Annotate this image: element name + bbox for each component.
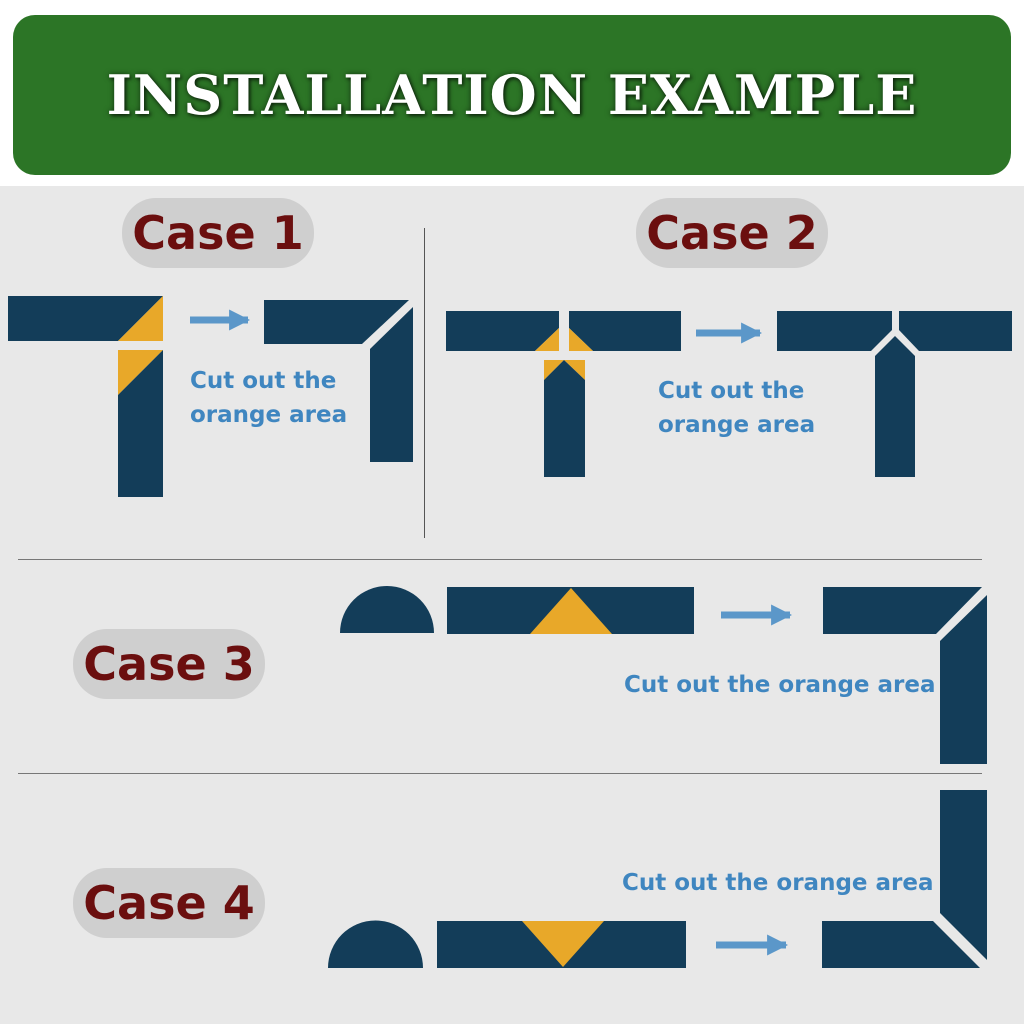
case-3-before: [340, 586, 694, 634]
case-1-horizontal-cut: [118, 296, 163, 341]
case-4-before: [328, 920, 686, 968]
case-2-joined-stem: [875, 336, 915, 477]
case-1-caption-line-2: orange area: [190, 402, 348, 428]
case-3-joined-vertical: [940, 595, 987, 764]
case-2-label: Case 2: [636, 198, 828, 268]
case-1-caption: Cut out the orange area: [190, 364, 347, 432]
case-2-joined-left: [777, 311, 892, 351]
case-3-profile-semicircle: [340, 586, 434, 633]
case-4-joined-vertical: [940, 790, 987, 960]
case-3-joined-horizontal: [823, 587, 982, 634]
case-4-label: Case 4: [73, 868, 265, 938]
case-2-before: [446, 311, 681, 477]
case-2-caption: Cut out the orange area: [658, 374, 815, 442]
divider-case-3: [18, 559, 982, 560]
case-1-after: [264, 300, 413, 462]
title-banner: INSTALLATION EXAMPLE: [13, 15, 1011, 175]
case-3-label: Case 3: [73, 629, 265, 699]
case-2-joined-right: [899, 311, 1012, 351]
case-3-after: [823, 587, 987, 764]
case-1-vertical-strip: [118, 350, 163, 497]
case-1-caption-line-1: Cut out the: [190, 368, 337, 394]
divider-case-4: [18, 773, 982, 774]
case-4-after: [822, 790, 987, 968]
case-1-before: [8, 296, 163, 497]
case-4-caption: Cut out the orange area: [622, 870, 934, 896]
case-4-profile-semicircle: [328, 920, 423, 968]
case-2-left-strip: [446, 311, 559, 351]
case-4-cut-triangle: [522, 921, 604, 967]
case-2-stem: [544, 360, 585, 477]
case-1-joined-vertical: [370, 307, 413, 462]
case-1-joined-horizontal: [264, 300, 409, 344]
case-4-joined-horizontal: [822, 921, 980, 968]
case-2-right-strip: [569, 311, 681, 351]
case-3-cut-triangle: [530, 588, 612, 634]
case-3-caption: Cut out the orange area: [624, 672, 936, 698]
banner-title: INSTALLATION EXAMPLE: [106, 63, 918, 127]
case-2-after: [777, 311, 1012, 477]
case-2-caption-line-1: Cut out the: [658, 378, 805, 404]
case-2-left-cut: [535, 328, 559, 351]
case-1-horizontal-strip: [8, 296, 163, 341]
case-2-right-cut: [569, 328, 593, 351]
case-1-label: Case 1: [122, 198, 314, 268]
case-2-caption-line-2: orange area: [658, 412, 816, 438]
vertical-divider: [424, 228, 425, 538]
